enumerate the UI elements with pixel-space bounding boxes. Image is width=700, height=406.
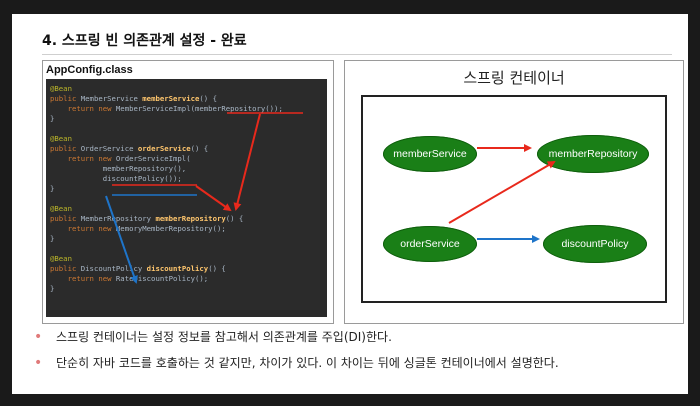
code-line: } bbox=[50, 284, 327, 294]
code-token: } bbox=[50, 234, 55, 243]
code-line bbox=[50, 124, 327, 134]
code-token: MemoryMemberRepository(); bbox=[115, 224, 226, 233]
code-token: } bbox=[50, 184, 55, 193]
code-line bbox=[50, 194, 327, 204]
code-token: () { bbox=[208, 264, 226, 273]
code-token: orderService bbox=[137, 144, 191, 153]
code-line: public MemberService memberService() { bbox=[50, 94, 327, 104]
code-token: return new bbox=[50, 274, 116, 283]
code-token: return new bbox=[50, 224, 116, 233]
container-panel: 스프링 컨테이너 memberService memberRepository … bbox=[344, 60, 684, 324]
code-token: memberRepository(), bbox=[50, 164, 187, 173]
slide-title: 4. 스프링 빈 의존관계 설정 - 완료 bbox=[42, 33, 247, 49]
code-token: MemberService bbox=[80, 94, 143, 103]
code-token: discountPolicy bbox=[146, 264, 209, 273]
code-token: MemberServiceImpl(memberRepository()); bbox=[115, 104, 283, 113]
code-token: OrderServiceImpl( bbox=[115, 154, 191, 163]
code-line: return new MemberServiceImpl(memberRepos… bbox=[50, 104, 327, 114]
code-line: public OrderService orderService() { bbox=[50, 144, 327, 154]
code-token: public bbox=[50, 144, 81, 153]
code-line: } bbox=[50, 184, 327, 194]
code-token: } bbox=[50, 114, 55, 123]
bullet-item: 단순히 자바 코드를 호출하는 것 같지만, 차이가 있다. 이 차이는 뒤에 … bbox=[34, 352, 559, 378]
code-token: OrderService bbox=[80, 144, 138, 153]
code-line: public DiscountPolicy discountPolicy() { bbox=[50, 264, 327, 274]
code-token: () { bbox=[199, 94, 217, 103]
slide: 4. 스프링 빈 의존관계 설정 - 완료 AppConfig.class @B… bbox=[12, 14, 688, 394]
code-line: return new OrderServiceImpl( bbox=[50, 154, 327, 164]
code-line: } bbox=[50, 114, 327, 124]
node-member-repository: memberRepository bbox=[537, 135, 649, 173]
container-title: 스프링 컨테이너 bbox=[463, 69, 565, 87]
title-divider bbox=[42, 54, 672, 55]
code-token: public bbox=[50, 214, 81, 223]
code-line: discountPolicy()); bbox=[50, 174, 327, 184]
code-token: } bbox=[50, 284, 55, 293]
code-token: return new bbox=[50, 154, 116, 163]
code-token: memberRepository bbox=[155, 214, 226, 223]
code-token: @Bean bbox=[50, 134, 72, 143]
code-line: @Bean bbox=[50, 84, 327, 94]
node-member-service: memberService bbox=[383, 136, 477, 172]
code-line: @Bean bbox=[50, 204, 327, 214]
code-line: @Bean bbox=[50, 254, 327, 264]
code-panel-header: AppConfig.class bbox=[46, 64, 133, 76]
code-token: memberService bbox=[142, 94, 200, 103]
code-token: RateDiscountPolicy(); bbox=[115, 274, 209, 283]
code-token: discountPolicy()); bbox=[50, 174, 182, 183]
bullet-item: 스프링 컨테이너는 설정 정보를 참고해서 의존관계를 주입(DI)한다. bbox=[34, 326, 559, 352]
code-token: MemberRepository bbox=[80, 214, 156, 223]
node-discount-policy: discountPolicy bbox=[543, 225, 647, 263]
code-token: @Bean bbox=[50, 254, 72, 263]
code-line: public MemberRepository memberRepository… bbox=[50, 214, 327, 224]
code-token: return new bbox=[50, 104, 116, 113]
code-line bbox=[50, 244, 327, 254]
spring-container-box: memberService memberRepository orderServ… bbox=[361, 95, 667, 303]
code-token: public bbox=[50, 264, 81, 273]
code-token: @Bean bbox=[50, 84, 72, 93]
bullet-list: 스프링 컨테이너는 설정 정보를 참고해서 의존관계를 주입(DI)한다. 단순… bbox=[34, 326, 559, 378]
code-token: () { bbox=[225, 214, 244, 223]
code-line: } bbox=[50, 234, 327, 244]
code-token: DiscountPolicy bbox=[80, 264, 147, 273]
node-order-service: orderService bbox=[383, 226, 477, 262]
code-token: @Bean bbox=[50, 204, 72, 213]
code-line: @Bean bbox=[50, 134, 327, 144]
code-line: return new RateDiscountPolicy(); bbox=[50, 274, 327, 284]
code-line: return new MemoryMemberRepository(); bbox=[50, 224, 327, 234]
code-line: memberRepository(), bbox=[50, 164, 327, 174]
code-token: public bbox=[50, 94, 81, 103]
code-token: () { bbox=[190, 144, 209, 153]
